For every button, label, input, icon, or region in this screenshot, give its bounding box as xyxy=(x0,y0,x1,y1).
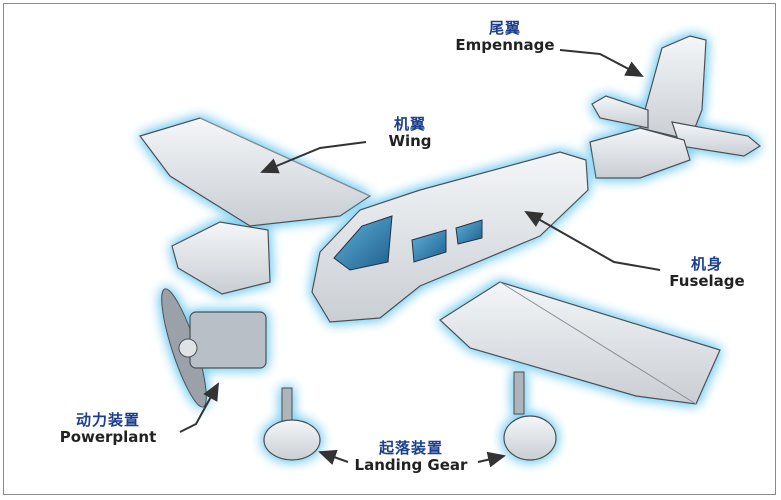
left-wing-part xyxy=(139,117,372,295)
fuselage-leader xyxy=(524,211,661,271)
fuselage-label-cn: 机身 xyxy=(690,255,723,273)
empennage-part xyxy=(589,35,762,179)
powerplant-leader xyxy=(179,382,219,433)
landing-gear-right-part xyxy=(503,371,557,461)
empennage-label: 尾翼 Empennage xyxy=(450,19,560,55)
empennage-label-en: Empennage xyxy=(455,36,555,55)
powerplant-label-cn: 动力装置 xyxy=(75,411,140,429)
fuselage-label: 机身 Fuselage xyxy=(662,255,752,291)
right-wing-part xyxy=(439,281,721,405)
leader-lines xyxy=(179,49,661,468)
landing-gear-left-part xyxy=(263,387,321,461)
landing-gear-right-leader xyxy=(477,451,506,468)
wing-label: 机翼 Wing xyxy=(380,115,440,151)
landing-gear-label: 起落装置 Landing Gear xyxy=(346,439,476,475)
powerplant-label: 动力装置 Powerplant xyxy=(48,411,168,447)
powerplant-part xyxy=(161,288,267,408)
empennage-label-cn: 尾翼 xyxy=(488,19,521,37)
wing-label-en: Wing xyxy=(388,132,432,151)
fuselage-label-en: Fuselage xyxy=(669,272,745,291)
wing-leader xyxy=(260,141,367,174)
wing-label-cn: 机翼 xyxy=(393,115,426,133)
landing-gear-label-cn: 起落装置 xyxy=(378,439,443,457)
fuselage-part xyxy=(311,151,589,323)
landing-gear-label-en: Landing Gear xyxy=(354,456,468,475)
powerplant-label-en: Powerplant xyxy=(59,428,157,447)
empennage-leader xyxy=(559,49,644,77)
landing-gear-left-leader xyxy=(318,449,349,465)
